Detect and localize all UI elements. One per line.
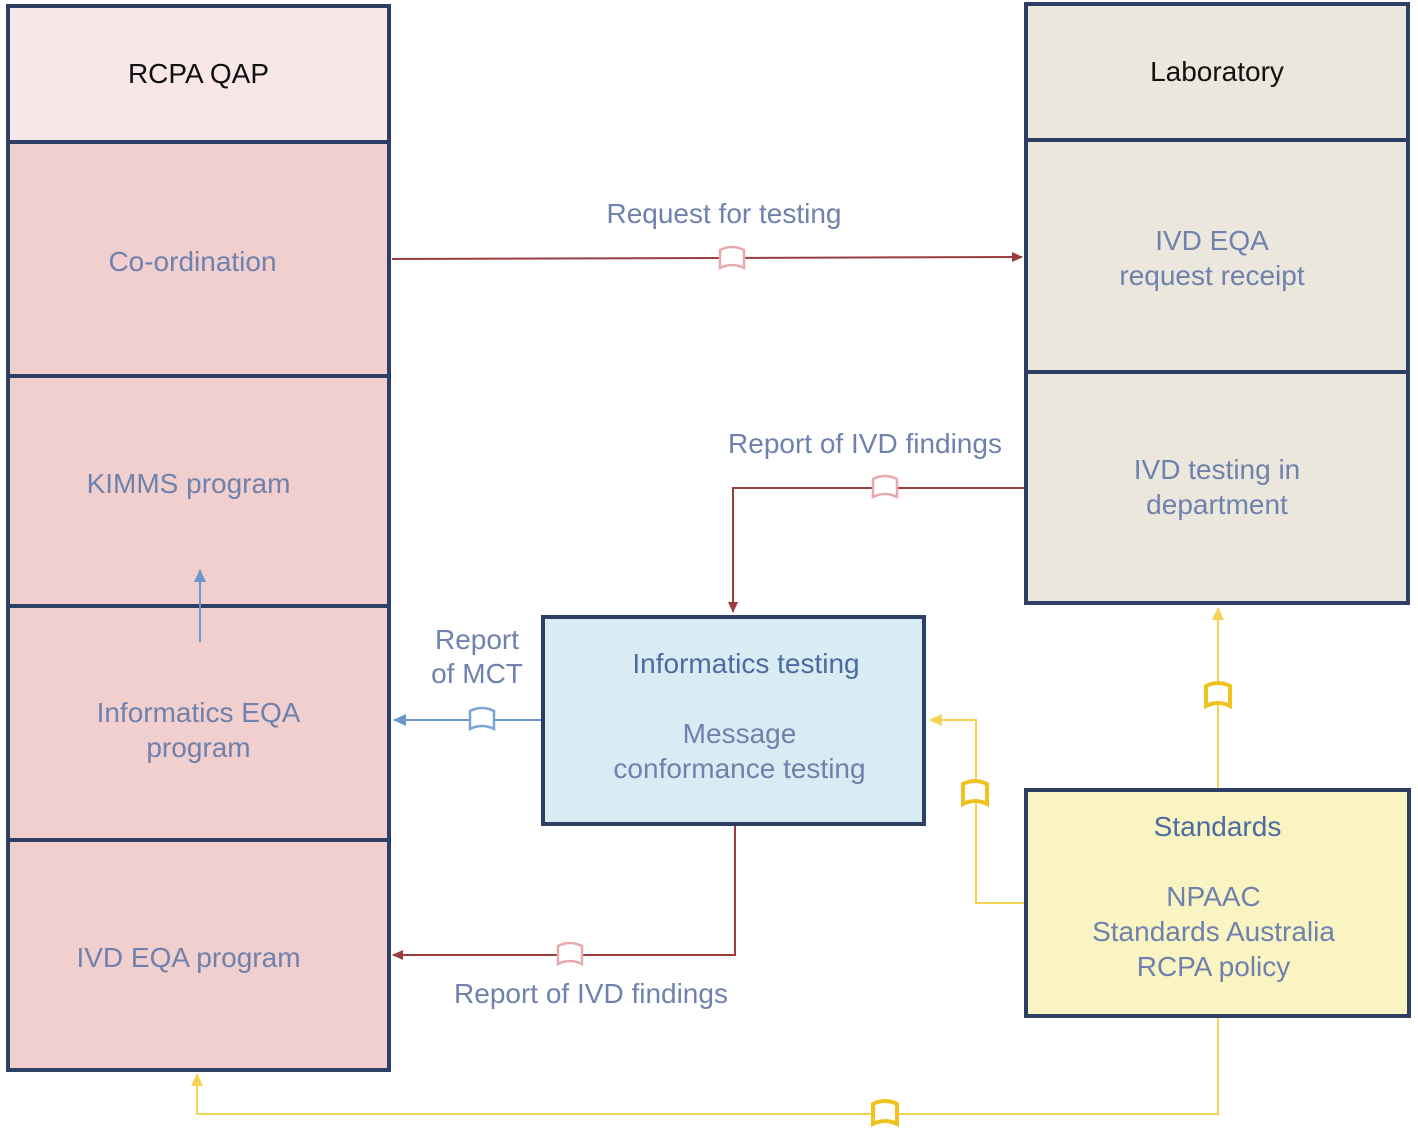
report-ivd-findings-bottom-arrow — [392, 826, 736, 960]
standards-to-informatics-arrow — [929, 714, 1024, 904]
message-envelope-icon — [871, 1099, 899, 1128]
standards-title: Standards — [1153, 810, 1282, 842]
request-for-testing-label: Request for testing — [606, 198, 842, 229]
coordination-section: Co-ordination — [10, 148, 387, 378]
report-ivd-findings-top-arrow — [728, 487, 1024, 613]
kimms-program-section: KIMMS program — [10, 382, 387, 608]
standards-box: Standards NPAAC Standards Australia RCPA… — [1024, 788, 1411, 1018]
message-envelope-icon — [871, 474, 899, 500]
informatics-testing-title: Informatics testing — [632, 647, 860, 679]
informatics-testing-box: Informatics testing Message conformance … — [541, 615, 926, 826]
informatics-eqa-program-section: Informatics EQA program — [10, 612, 387, 842]
standards-list: NPAAC Standards Australia RCPA policy — [1092, 880, 1335, 982]
report-ivd-findings-top-label: Report of IVD findings — [728, 428, 1002, 459]
ivd-eqa-program-section: IVD EQA program — [76, 941, 301, 973]
report-of-mct-label: Report of MCT — [431, 624, 523, 689]
message-envelope-icon — [961, 779, 989, 808]
message-envelope-icon — [1204, 681, 1232, 710]
message-conformance-testing-label: Message conformance testing — [613, 718, 866, 784]
laboratory-column: Laboratory IVD EQA request receipt IVD t… — [1024, 2, 1410, 605]
request-for-testing-arrow — [391, 252, 1023, 263]
rcpa-qap-column: RCPA QAP Co-ordination KIMMS program Inf… — [6, 4, 391, 1072]
rcpa-qap-title: RCPA QAP — [10, 8, 387, 144]
standards-to-rcpa-arrow — [191, 1018, 1219, 1115]
ivd-eqa-request-receipt-section: IVD EQA request receipt — [1028, 146, 1406, 374]
message-envelope-icon — [556, 941, 584, 967]
ivd-testing-department-section: IVD testing in department — [1133, 454, 1301, 520]
report-ivd-findings-bottom-label: Report of IVD findings — [454, 978, 728, 1009]
message-envelope-icon — [718, 245, 746, 271]
message-envelope-icon — [468, 706, 496, 732]
laboratory-title: Laboratory — [1028, 6, 1406, 142]
